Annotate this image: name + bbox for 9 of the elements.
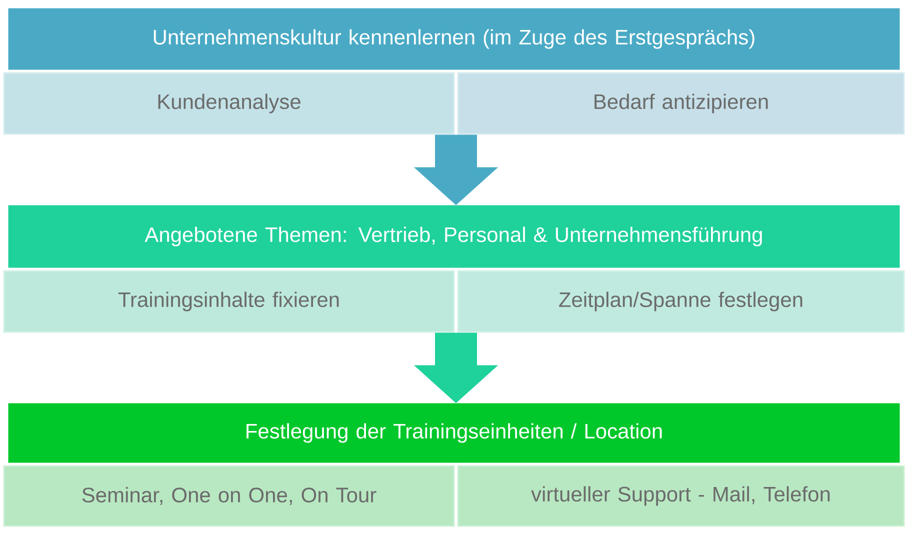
task-box: Bedarf antizipieren [457,72,905,135]
task-box: virtueller Support - Mail, Telefon [457,465,905,527]
task-box: Seminar, One on One, On Tour [3,465,455,527]
stage-header: Festlegung der Trainingseinheiten / Location [8,403,900,463]
stage-header: Angebotene Themen: Vertrieb, Personal & Unternehmensführung [8,205,900,268]
task-box: Kundenanalyse [3,72,455,135]
task-box: Trainingsinhalte fixieren [3,270,455,333]
task-box: Zeitplan/Spanne festlegen [457,270,905,333]
stage-header: Unternehmenskultur kennenlernen (im Zuge des Erstgesprächs) [8,8,900,70]
